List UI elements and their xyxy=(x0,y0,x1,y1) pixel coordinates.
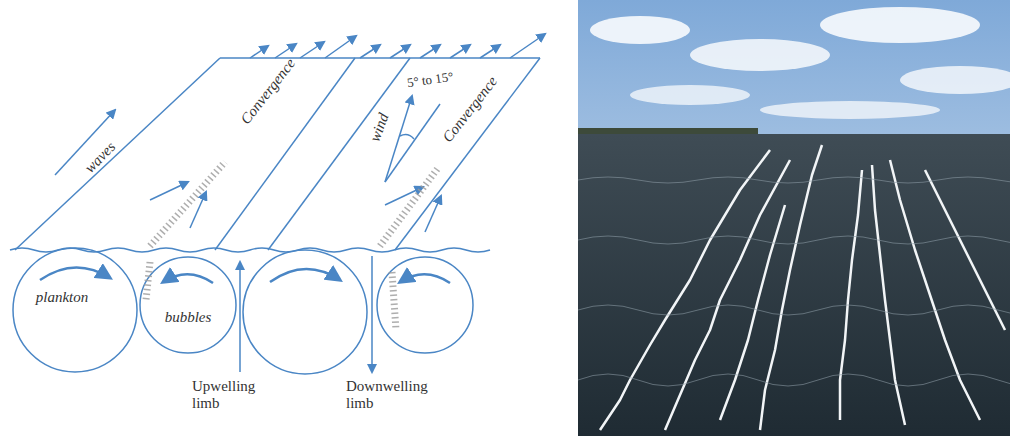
bubble-stipple xyxy=(146,162,438,330)
angle-label: 5° to 15° xyxy=(406,69,454,90)
windrow-photo xyxy=(578,0,1010,436)
direction-label: wind xyxy=(367,111,393,144)
material-label: plankton xyxy=(36,289,89,306)
material-label: bubbles xyxy=(165,309,212,326)
flow-label: Upwelling limb xyxy=(192,378,272,413)
circulation-sketch xyxy=(10,34,545,374)
flow-label: Downwelling limb xyxy=(346,378,446,413)
zone-label: Convergence xyxy=(237,56,299,129)
